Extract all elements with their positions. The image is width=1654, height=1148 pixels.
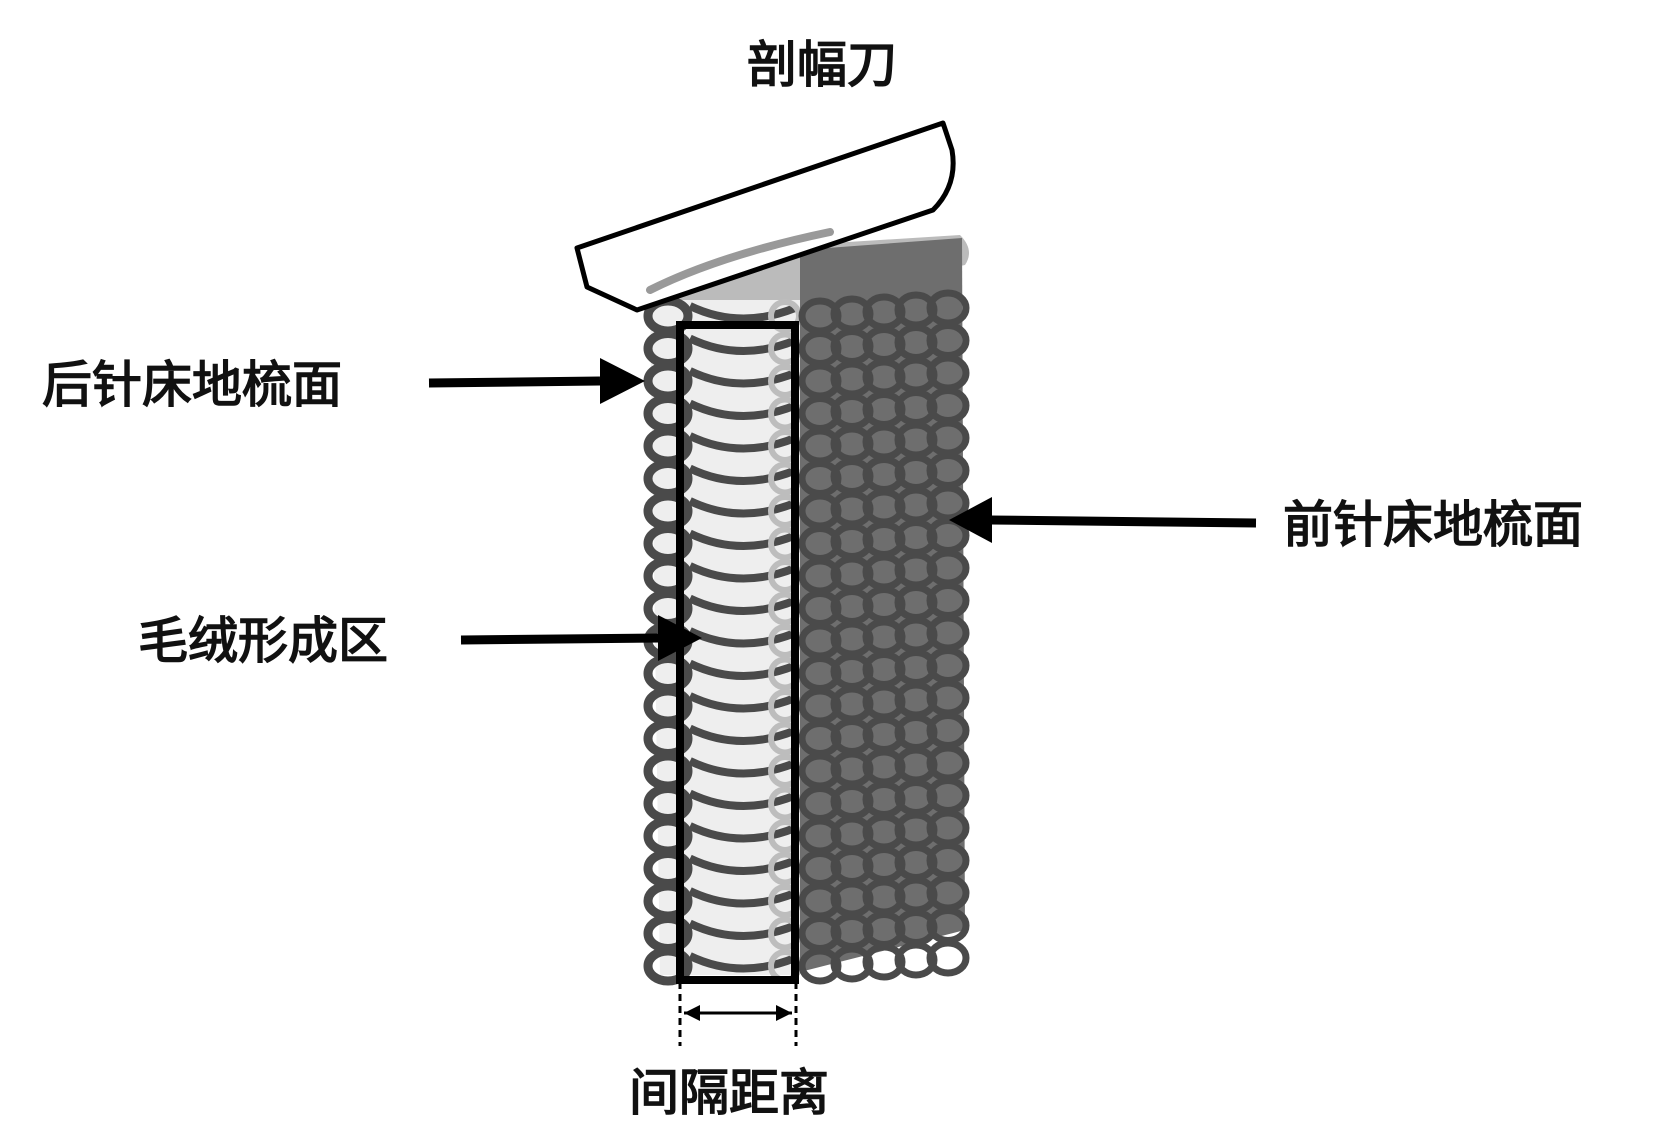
back-loop xyxy=(643,946,693,986)
pile-yarn xyxy=(688,822,797,843)
pile-zone-label: 毛绒形成区 xyxy=(138,612,388,670)
pile-yarn xyxy=(688,919,797,940)
blade-label: 剖幅刀 xyxy=(747,36,897,94)
front-bar-arrow xyxy=(949,497,1257,543)
front-loop xyxy=(862,943,906,981)
back-bar-label: 后针床地梳面 xyxy=(42,356,342,414)
pile-yarn xyxy=(688,854,797,875)
pile-yarn xyxy=(688,497,797,518)
pile-yarn xyxy=(688,562,797,583)
pile-yarn xyxy=(688,724,797,745)
pile-yarn xyxy=(688,334,797,355)
spacing-dimension xyxy=(678,982,798,1046)
back-bar-arrow xyxy=(428,358,645,404)
pile-yarn xyxy=(688,692,797,713)
spacing-label: 间隔距离 xyxy=(629,1064,829,1122)
spacer-fabric xyxy=(643,235,970,986)
pile-yarn xyxy=(688,789,797,810)
pile-yarn xyxy=(688,464,797,485)
front-loop xyxy=(894,941,938,979)
pile-yarn xyxy=(688,594,797,615)
pile-yarn xyxy=(688,399,797,420)
pile-yarn xyxy=(688,757,797,778)
pile-yarn xyxy=(688,887,797,908)
front-loop xyxy=(830,945,874,983)
pile-yarn xyxy=(688,529,797,550)
pile-yarn xyxy=(688,367,797,388)
pile-yarn xyxy=(688,952,797,973)
pile-yarn xyxy=(688,302,797,323)
slitting-blade xyxy=(574,120,956,313)
pile-yarn xyxy=(688,627,797,648)
pile-zone-arrow xyxy=(460,615,702,661)
pile-yarn xyxy=(688,432,797,453)
blade-edge-highlight xyxy=(646,228,834,294)
front-face xyxy=(800,238,965,972)
pile-yarn xyxy=(688,659,797,680)
front-bar-label: 前针床地梳面 xyxy=(1283,496,1583,554)
pile-zone-frame xyxy=(676,321,799,984)
front-loop xyxy=(798,947,842,985)
front-loop xyxy=(926,939,970,977)
